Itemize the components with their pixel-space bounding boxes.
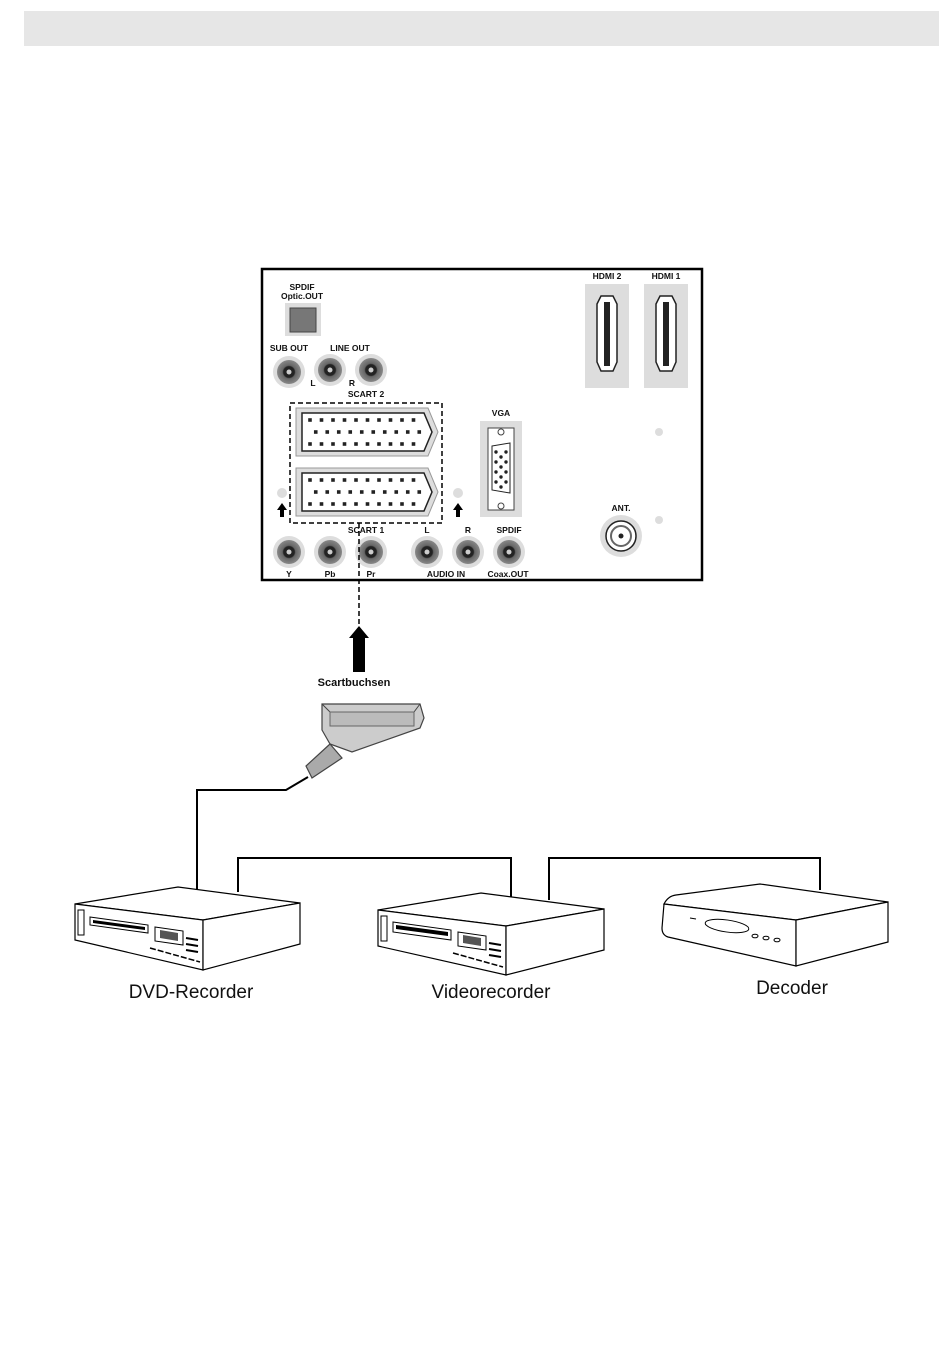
tv-back-panel: SPDIF Optic.OUT SUB OUT LINE OUT L R SCA… — [262, 269, 702, 580]
scart-plug — [306, 704, 424, 778]
indicator-dot — [655, 516, 663, 524]
pr-label: Pr — [367, 569, 377, 579]
sub-out-jack — [273, 356, 305, 388]
audio-in-l-jack — [411, 536, 443, 568]
vga-label: VGA — [492, 408, 510, 418]
audio-in-r-label: R — [465, 525, 471, 535]
audio-in-r-jack — [452, 536, 484, 568]
indicator-dot — [277, 488, 287, 498]
cable-dvd-to-vcr — [238, 858, 511, 898]
spdif-label: SPDIF — [496, 525, 521, 535]
sub-out-label: SUB OUT — [270, 343, 309, 353]
line-out-r-jack — [355, 354, 387, 386]
dvd-recorder-device — [75, 887, 300, 970]
component-y-jack — [273, 536, 305, 568]
decoder-label: Decoder — [756, 978, 828, 999]
vga-port — [480, 421, 522, 517]
line-out-label: LINE OUT — [330, 343, 370, 353]
ant-label: ANT. — [612, 503, 631, 513]
line-out-l-label: L — [310, 378, 315, 388]
videorecorder-label: Videorecorder — [431, 982, 551, 1003]
decoder-device — [662, 884, 888, 966]
indicator-dot — [655, 428, 663, 436]
up-arrow-icon — [349, 626, 369, 672]
hdmi2-port — [585, 284, 629, 388]
scart1-label: SCART 1 — [348, 525, 385, 535]
spdif-optic-port: SPDIF Optic.OUT — [281, 282, 324, 336]
scart2-port — [296, 408, 438, 456]
component-pb-jack — [314, 536, 346, 568]
pb-label: Pb — [325, 569, 336, 579]
line-out-l-jack — [314, 354, 346, 386]
y-label: Y — [286, 569, 292, 579]
audio-in-label: AUDIO IN — [427, 569, 465, 579]
scart2-label: SCART 2 — [348, 389, 385, 399]
dvd-recorder-label: DVD-Recorder — [129, 982, 254, 1003]
hdmi1-port — [644, 284, 688, 388]
scart1-port — [296, 468, 438, 516]
spdif-optic-label-2: Optic.OUT — [281, 291, 324, 301]
scartbuchsen-label: Scartbuchsen — [318, 677, 391, 689]
cable-plug-to-dvd — [197, 777, 308, 892]
component-pr-jack — [355, 536, 387, 568]
hdmi1-label: HDMI 1 — [652, 271, 681, 281]
hdmi2-label: HDMI 2 — [593, 271, 622, 281]
audio-in-l-label: L — [424, 525, 429, 535]
coax-out-label: Coax.OUT — [487, 569, 529, 579]
spdif-coax-jack — [493, 536, 525, 568]
antenna-port — [600, 515, 642, 557]
videorecorder-device — [378, 893, 604, 975]
line-out-r-label: R — [349, 378, 355, 388]
indicator-dot — [453, 488, 463, 498]
